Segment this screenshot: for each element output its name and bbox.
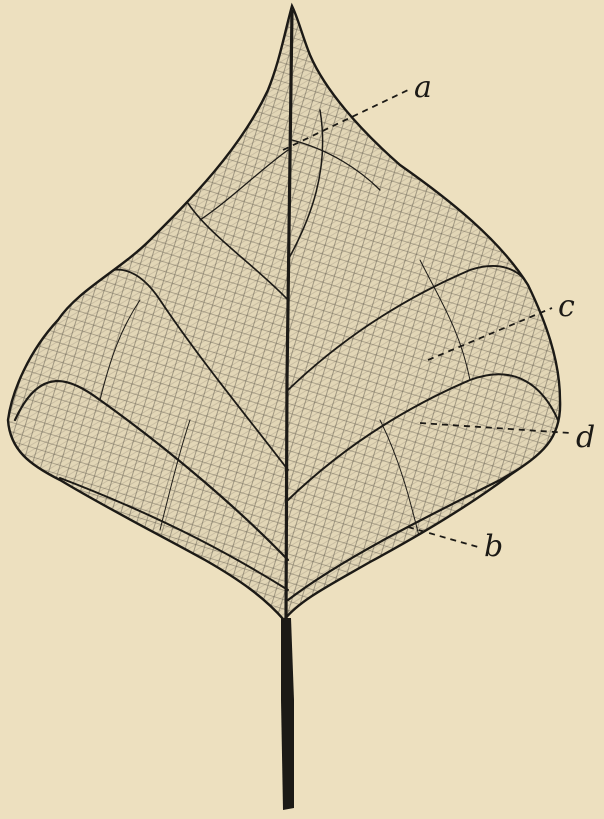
callout-label-c: c bbox=[558, 289, 575, 324]
callout-label-d: d bbox=[576, 420, 595, 455]
callout-label-a: a bbox=[414, 70, 432, 105]
callout-label-b: b bbox=[484, 529, 503, 564]
vein-network bbox=[0, 0, 604, 640]
leaf-stem bbox=[281, 618, 294, 810]
